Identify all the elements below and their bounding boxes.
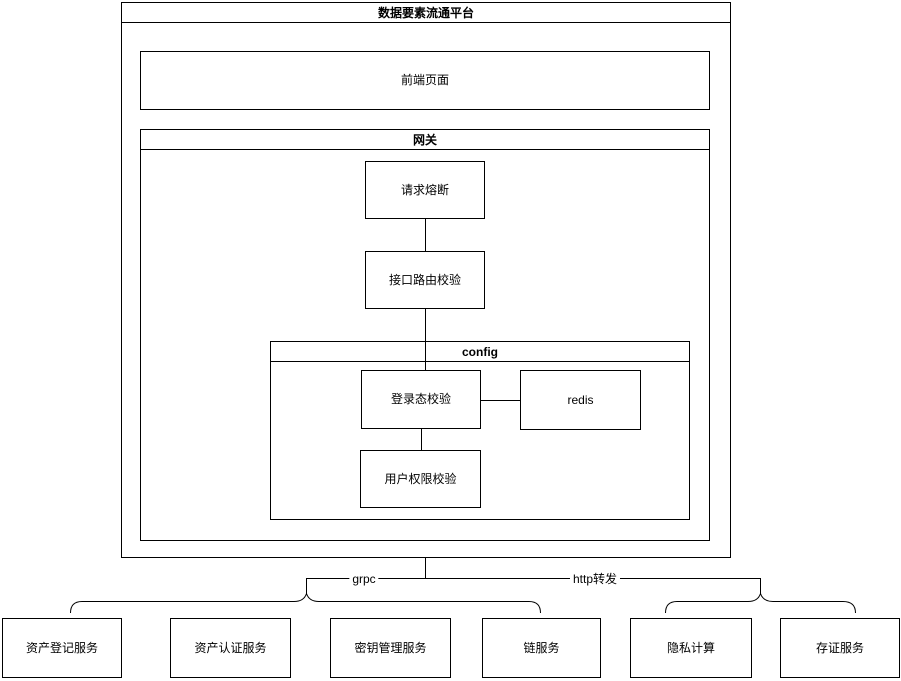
user-permission-validation-node[interactable]: 用户权限校验 [360, 450, 481, 508]
route-validation-node[interactable]: 接口路由校验 [365, 251, 485, 309]
service-node-chain[interactable]: 链服务 [482, 618, 601, 678]
http-brace [665, 591, 856, 614]
service-node-evidence-storage[interactable]: 存证服务 [780, 618, 900, 678]
request-circuit-breaker-node[interactable]: 请求熔断 [365, 161, 485, 219]
http-forward-edge-label: http转发 [569, 572, 621, 586]
frontend-page-node[interactable]: 前端页面 [140, 51, 710, 110]
redis-node[interactable]: redis [520, 370, 641, 430]
platform-title: 数据要素流通平台 [122, 3, 730, 23]
service-node-asset-authentication[interactable]: 资产认证服务 [170, 618, 291, 678]
grpc-brace [70, 591, 541, 614]
grpc-edge-label: grpc [349, 572, 379, 586]
gateway-title: 网关 [141, 130, 709, 150]
service-node-privacy-computing[interactable]: 隐私计算 [630, 618, 752, 678]
service-node-key-management[interactable]: 密钥管理服务 [330, 618, 451, 678]
service-node-asset-registration[interactable]: 资产登记服务 [2, 618, 122, 678]
config-title: config [271, 342, 689, 362]
login-state-validation-node[interactable]: 登录态校验 [361, 370, 481, 429]
